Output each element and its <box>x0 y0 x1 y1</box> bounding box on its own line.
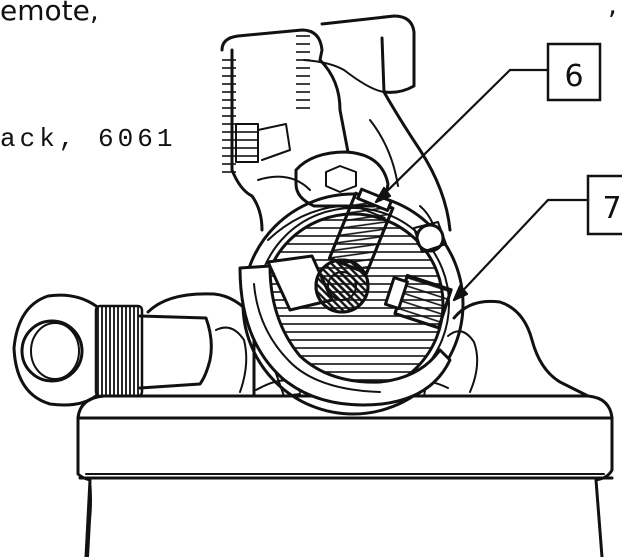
side-pin <box>413 221 447 253</box>
callout-label-6: 6 <box>564 59 583 94</box>
annotation-text-top: emote, <box>0 0 99 27</box>
hex-bolt <box>294 150 390 208</box>
callout-box-7: 7 <box>586 174 622 236</box>
leader-line-7 <box>452 198 590 302</box>
set-screw-6 <box>327 187 395 275</box>
threaded-screw-7 <box>383 274 453 330</box>
base-block <box>76 394 614 557</box>
callout-box-6: 6 <box>546 42 602 102</box>
knurled-knob <box>12 293 213 407</box>
callout-label-7: 7 <box>602 191 621 226</box>
center-pin <box>266 254 370 314</box>
leader-line-6 <box>374 68 550 204</box>
annotation-text-fragment: , <box>608 0 617 21</box>
upper-arm <box>220 14 452 247</box>
annotation-text-material: ack, 6061 <box>0 124 177 154</box>
